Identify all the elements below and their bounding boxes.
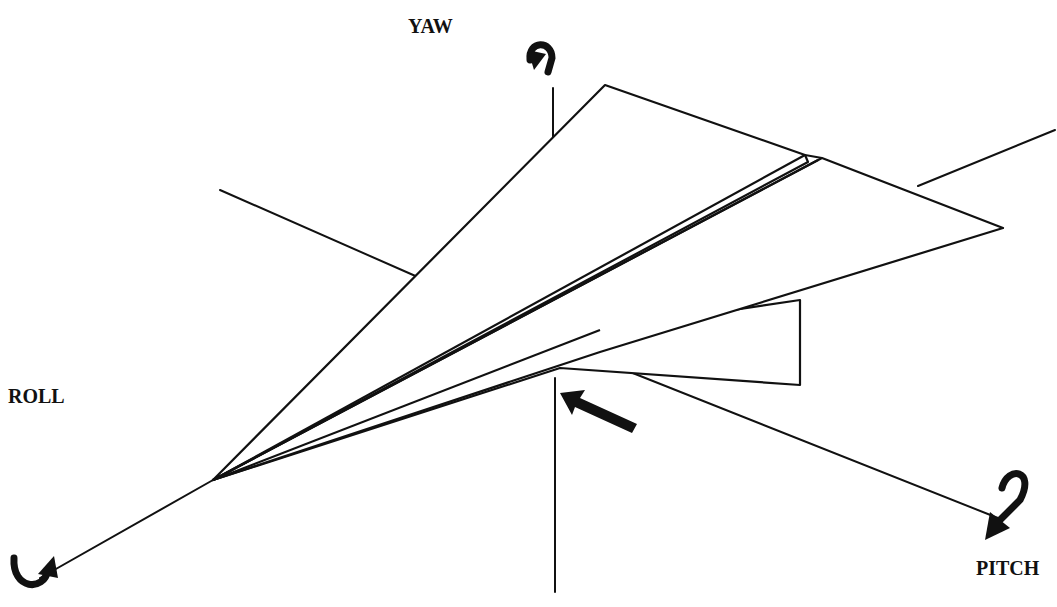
yaw-label: YAW xyxy=(408,16,453,36)
yaw-arrowhead xyxy=(528,50,546,70)
direction-arrow xyxy=(560,390,637,433)
pitch-rotation-arrow xyxy=(1000,474,1025,520)
roll-label: ROLL xyxy=(8,386,65,406)
yaw-axis xyxy=(554,378,556,592)
roll-axis xyxy=(918,130,1055,186)
pitch-arrowhead xyxy=(985,512,1010,540)
roll-arrowhead xyxy=(38,556,58,578)
paper-airplane xyxy=(213,85,1003,480)
pitch-axis xyxy=(605,362,1003,520)
pitch-axis xyxy=(220,190,420,278)
pitch-label: PITCH xyxy=(976,558,1039,578)
roll-axis xyxy=(40,480,213,578)
